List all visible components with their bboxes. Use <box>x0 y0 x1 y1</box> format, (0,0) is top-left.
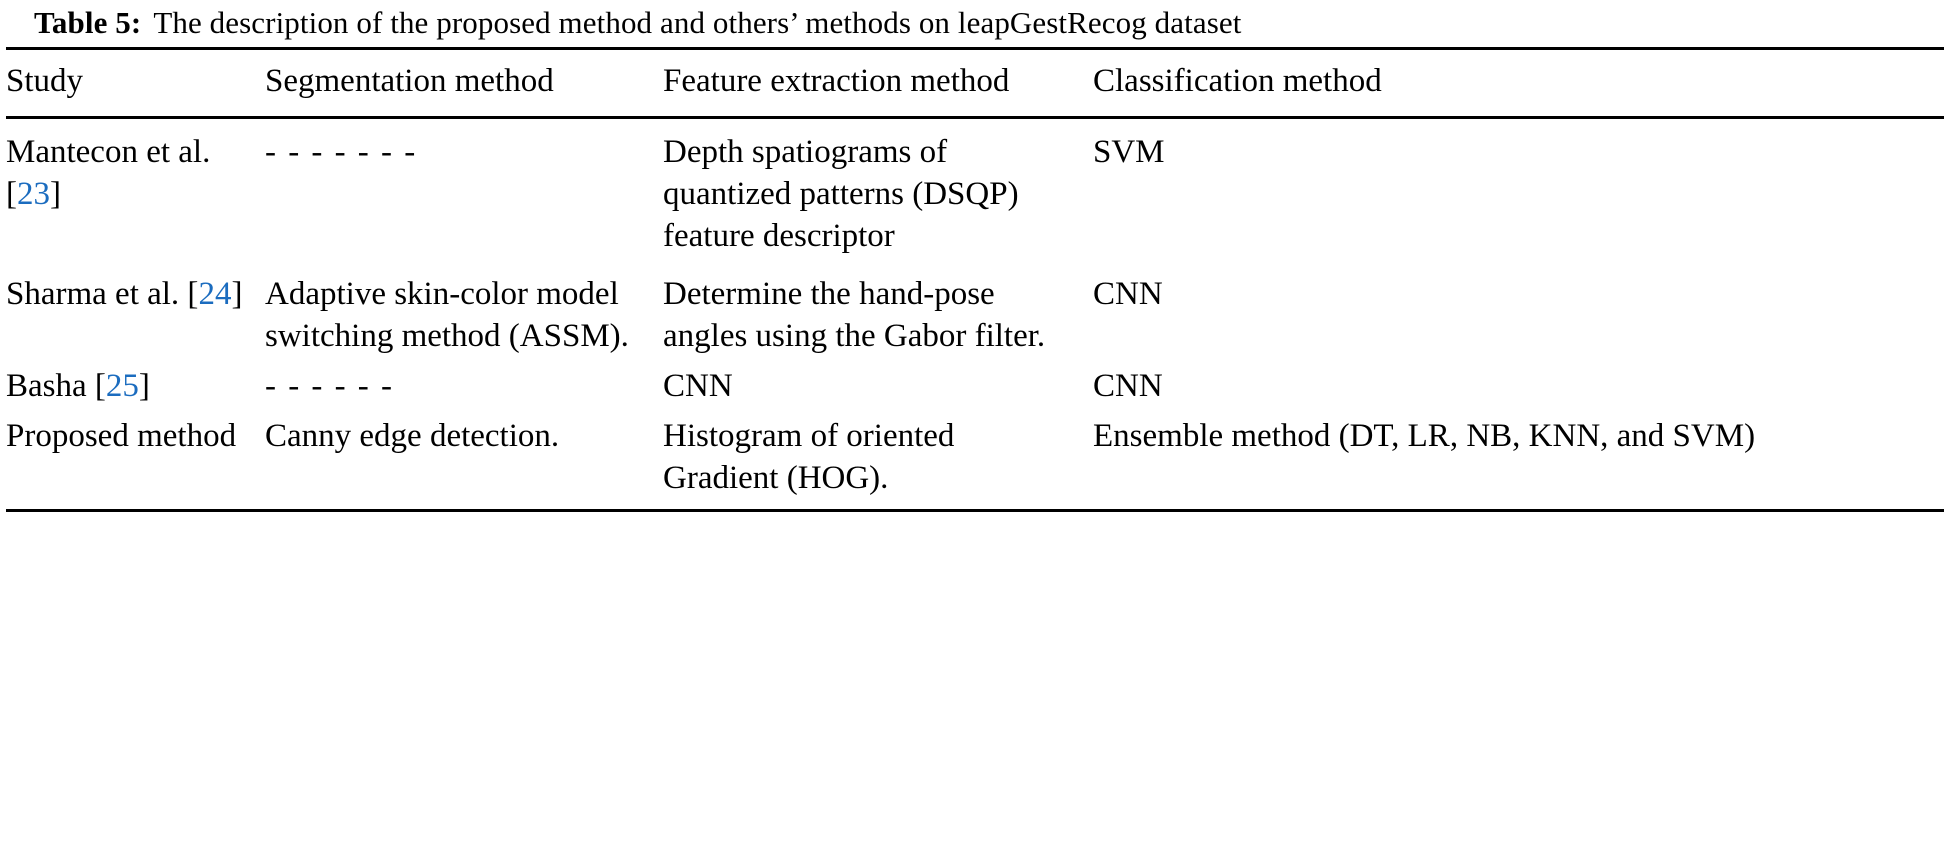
cell-segmentation: - - - - - - - <box>265 119 663 271</box>
column-header-study: Study <box>6 63 84 99</box>
cell-classification: SVM <box>1093 119 1944 271</box>
feature-text: Depth spatiograms of quantized patterns … <box>663 134 1019 254</box>
table-header-row: Study Segmentation method Feature extrac… <box>6 50 1944 116</box>
cell-classification: CNN <box>1093 271 1944 361</box>
cell-study: Proposed method <box>6 409 265 509</box>
feature-text: CNN <box>663 368 733 404</box>
study-name: Mantecon et al. [ <box>6 134 211 212</box>
study-bracket-close: ] <box>231 276 243 312</box>
cell-segmentation: - - - - - - <box>265 361 663 409</box>
segmentation-placeholder: - - - - - - - <box>265 134 418 170</box>
table-row: Basha [25] - - - - - - CNN CNN <box>6 361 1944 409</box>
comparison-table-body: Mantecon et al. [23] - - - - - - - Depth… <box>6 119 1944 509</box>
cell-classification: Ensemble method (DT, LR, NB, KNN, and SV… <box>1093 409 1944 509</box>
study-bracket-close: ] <box>50 176 61 212</box>
study-name: Sharma et al. [ <box>6 276 199 312</box>
cell-study: Sharma et al. [24] <box>6 271 265 361</box>
table-row: Mantecon et al. [23] - - - - - - - Depth… <box>6 119 1944 271</box>
citation-link[interactable]: 25 <box>105 368 139 404</box>
caption-label: Table 5: <box>34 5 142 40</box>
segmentation-text: Adaptive skin-color model switching meth… <box>265 276 629 354</box>
table-row: Proposed method Canny edge detection. Hi… <box>6 409 1944 509</box>
classification-text: CNN <box>1093 368 1163 404</box>
segmentation-text: Canny edge detection. <box>265 418 560 454</box>
table-caption: Table 5: The description of the proposed … <box>6 0 1944 44</box>
cell-feature: Determine the hand-pose angles using the… <box>663 271 1093 361</box>
table-row: Sharma et al. [24] Adaptive skin-color m… <box>6 271 1944 361</box>
feature-text: Histogram of oriented Gradient (HOG). <box>663 418 955 496</box>
comparison-table: Study Segmentation method Feature extrac… <box>6 50 1944 116</box>
column-header-segmentation: Segmentation method <box>265 63 554 99</box>
citation-link[interactable]: 24 <box>198 276 232 312</box>
citation-link[interactable]: 23 <box>17 176 50 212</box>
segmentation-placeholder: - - - - - - <box>265 368 394 404</box>
classification-text: Ensemble method (DT, LR, NB, KNN, and SV… <box>1093 418 1756 454</box>
cell-feature: Histogram of oriented Gradient (HOG). <box>663 409 1093 509</box>
cell-classification: CNN <box>1093 361 1944 409</box>
classification-text: CNN <box>1093 276 1163 312</box>
column-header-feature: Feature extraction method <box>663 63 1010 99</box>
caption-text: The description of the proposed method a… <box>153 5 1242 40</box>
study-name: Proposed method <box>6 418 237 454</box>
cell-segmentation: Canny edge detection. <box>265 409 663 509</box>
feature-text: Determine the hand-pose angles using the… <box>663 276 1046 354</box>
study-name: Basha [ <box>6 368 106 404</box>
column-header-classification: Classification method <box>1093 63 1382 99</box>
cell-study: Mantecon et al. [23] <box>6 119 265 271</box>
cell-segmentation: Adaptive skin-color model switching meth… <box>265 271 663 361</box>
classification-text: SVM <box>1093 134 1165 170</box>
cell-feature: Depth spatiograms of quantized patterns … <box>663 119 1093 271</box>
cell-study: Basha [25] <box>6 361 265 409</box>
table-top-rule <box>6 47 1944 50</box>
study-bracket-close: ] <box>138 368 150 404</box>
table-header-rule <box>6 116 1944 119</box>
cell-feature: CNN <box>663 361 1093 409</box>
table-bottom-rule <box>6 509 1944 512</box>
